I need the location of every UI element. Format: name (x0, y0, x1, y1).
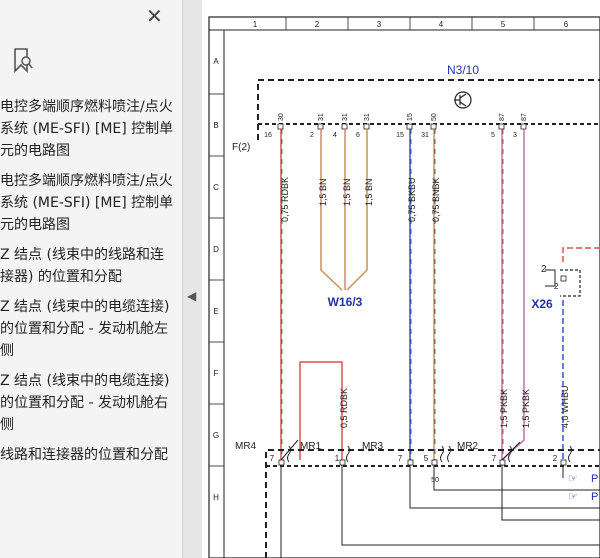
wire-label: 0,75 BNBK (431, 177, 441, 222)
row-label: D (213, 245, 219, 254)
pin-code: 87 (499, 113, 506, 121)
pin-code: 87 (521, 113, 528, 121)
module-box (257, 79, 600, 140)
pin-code: 31 (342, 113, 349, 121)
wire-group-label: W16/3 (328, 295, 363, 309)
x26-connector (545, 269, 581, 297)
wire-label: 0,75 RDBK (280, 177, 290, 222)
connector-pin: 7 (398, 454, 403, 463)
connector-label: MR1 (300, 441, 322, 452)
bookmark-item[interactable]: Z 结点 (线束中的线路和连接器) 的位置和分配 (0, 247, 164, 285)
pin-number: 31 (421, 132, 429, 139)
panel-splitter[interactable]: ◀ (182, 0, 203, 558)
connector-pin: 7 (270, 454, 275, 463)
bookmarks-panel: ✕ 电控多端顺序燃料喷注/点火系统 (ME-SFI) [ME] 控制单元的电路图… (0, 0, 182, 558)
row-label: G (213, 431, 219, 440)
pin-code: 15 (407, 113, 414, 121)
wire-bn (320, 129, 343, 291)
column-label: 1 (253, 20, 258, 29)
module-label: N3/10 (447, 63, 479, 77)
close-panel-button[interactable]: ✕ (146, 4, 163, 28)
ref-label[interactable]: P (591, 491, 598, 503)
lower-box (265, 449, 600, 558)
wire-rdbk-loop (299, 361, 343, 460)
collapse-arrow-icon[interactable]: ◀ (187, 289, 197, 303)
row-label: B (213, 121, 218, 130)
connector-label: MR2 (457, 441, 479, 452)
wire-bn (346, 129, 368, 291)
bookmark-item[interactable]: 电控多端顺序燃料喷注/点火系统 (ME-SFI) [ME] 控制单元的电路图 (0, 99, 174, 159)
x26-label: X26 (531, 297, 553, 311)
transistor-symbol-icon (454, 91, 472, 109)
pin-number: 3 (513, 132, 517, 139)
wire-label: 0,5 RDBK (339, 388, 349, 428)
bookmark-item[interactable]: 电控多端顺序燃料喷注/点火系统 (ME-SFI) [ME] 控制单元的电路图 (0, 173, 174, 233)
row-label: A (213, 57, 219, 66)
wiring-diagram: 1 2 3 4 5 6 A B C D E F G H N3/10 F(2) (202, 0, 600, 558)
pin-50-label: 50 (431, 477, 439, 484)
diagram-frame (208, 16, 600, 558)
pin-number: 4 (333, 132, 337, 139)
pin-code: 31 (364, 113, 371, 121)
f-label: F(2) (232, 142, 250, 153)
column-label: 5 (501, 20, 506, 29)
wire-label: 1,5 PKBK (521, 389, 531, 428)
row-label: E (213, 307, 218, 316)
column-label: 6 (564, 20, 569, 29)
hand-pointer-icon[interactable]: ☞ (568, 473, 578, 485)
connector-pin: 7 (492, 454, 497, 463)
bookmark-search-icon[interactable] (12, 47, 34, 73)
column-label: 3 (377, 20, 382, 29)
wire-label: 4,0 WHBU (560, 385, 570, 428)
wire-label: 1,5 PKBK (499, 389, 509, 428)
row-label: H (213, 493, 219, 502)
x26-pin: 2 (541, 264, 547, 275)
connector-pin: 1 (335, 454, 340, 463)
pin-number: 5 (491, 132, 495, 139)
connector-pin: 2 (553, 454, 558, 463)
x26-pin-inner: 2 (554, 282, 559, 291)
column-label: 2 (315, 20, 320, 29)
connector-label: MR4 (235, 441, 257, 452)
pin-number: 16 (264, 132, 272, 139)
bookmark-item[interactable]: Z 结点 (线束中的电缆连接) 的位置和分配 - 发动机舱左侧 (0, 299, 170, 359)
pin-code: 30 (278, 113, 285, 121)
pin-number: 15 (396, 132, 404, 139)
connector-coils (280, 439, 572, 463)
hand-pointer-icon[interactable]: ☞ (568, 491, 578, 503)
row-label: C (213, 183, 219, 192)
connector-label: MR3 (362, 441, 384, 452)
column-label: 4 (439, 20, 444, 29)
wire-label: 1,5 BN (318, 178, 328, 206)
row-label: F (214, 369, 219, 378)
bookmark-item[interactable]: 线路和连接器的位置和分配 (0, 447, 168, 463)
wire-label: 1,5 BN (342, 178, 352, 206)
pin-number: 6 (356, 132, 360, 139)
bookmark-item[interactable]: Z 结点 (线束中的电缆连接) 的位置和分配 - 发动机舱右侧 (0, 373, 170, 433)
connector-pin: 5 (424, 454, 429, 463)
pin-number: 2 (310, 132, 314, 139)
wire-label: 0,75 BKBU (407, 177, 417, 222)
diagram-svg: 1 2 3 4 5 6 A B C D E F G H N3/10 F(2) (208, 16, 600, 558)
ref-label[interactable]: P (591, 473, 598, 485)
wire-label: 1,5 BN (364, 178, 374, 206)
pin-code: 31 (318, 113, 325, 121)
pin-code: 50 (431, 113, 438, 121)
bookmark-list: 电控多端顺序燃料喷注/点火系统 (ME-SFI) [ME] 控制单元的电路图 电… (0, 96, 180, 474)
